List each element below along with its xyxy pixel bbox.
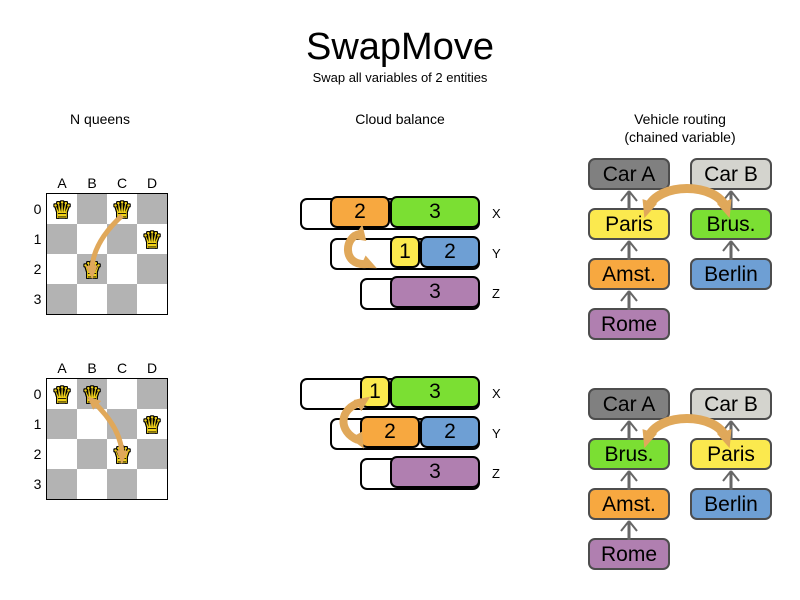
cloud-process-1[interactable]: 1 xyxy=(390,236,420,268)
chain-link-arrow xyxy=(620,420,638,440)
cloud-process-2[interactable]: 2 xyxy=(360,416,420,448)
chessboard-rank-label-1: 1 xyxy=(33,231,42,247)
cloud-process-swap-arrow xyxy=(339,396,371,449)
chessboard-cell-A3[interactable] xyxy=(47,469,77,499)
cloud-computer-label-X: X xyxy=(492,386,501,401)
visit-swap-arrow xyxy=(642,414,732,449)
chessboard-file-label-A: A xyxy=(57,360,67,376)
chessboard-cell-B0[interactable] xyxy=(77,194,107,224)
chessboard-cell-A2[interactable] xyxy=(47,254,77,284)
chessboard-cell-B2[interactable] xyxy=(77,439,107,469)
chessboard-rank-label-0: 0 xyxy=(33,386,42,402)
chain-link-arrow xyxy=(620,520,638,540)
chessboard-file-label-D: D xyxy=(146,360,158,376)
chessboard-rank-label-1: 1 xyxy=(33,416,42,432)
chessboard-cell-D0[interactable] xyxy=(137,194,167,224)
chessboard-file-label-B: B xyxy=(87,360,97,376)
chessboard-cell-A1[interactable] xyxy=(47,409,77,439)
cloud-computer-label-Y: Y xyxy=(492,426,501,441)
chessboard-cell-B3[interactable] xyxy=(77,284,107,314)
cloud-process-3[interactable]: 3 xyxy=(390,456,480,488)
chessboard-rank-label-3: 3 xyxy=(33,476,42,492)
chessboard-cell-B3[interactable] xyxy=(77,469,107,499)
vehicle-node-car-a[interactable]: Car A xyxy=(588,158,670,190)
queen-swap-arrow xyxy=(85,213,124,280)
cloud-process-2[interactable]: 2 xyxy=(330,196,390,228)
visit-node-berlin[interactable]: Berlin xyxy=(690,488,772,520)
cloud-process-2[interactable]: 2 xyxy=(420,236,480,268)
visit-swap-arrow xyxy=(642,184,732,219)
visit-node-amst-[interactable]: Amst. xyxy=(588,258,670,290)
cloud-process-3[interactable]: 3 xyxy=(390,376,480,408)
visit-node-rome[interactable]: Rome xyxy=(588,308,670,340)
chessboard-file-label-C: C xyxy=(116,175,128,191)
chessboard-cell-A2[interactable] xyxy=(47,439,77,469)
chain-link-arrow xyxy=(620,290,638,310)
chessboard-cell-D2[interactable] xyxy=(137,254,167,284)
chessboard-cell-C2[interactable] xyxy=(107,254,137,284)
chessboard-cell-D2[interactable] xyxy=(137,439,167,469)
chessboard-cell-A0[interactable] xyxy=(47,194,77,224)
chessboard-file-label-C: C xyxy=(116,360,128,376)
cloud-process-2[interactable]: 2 xyxy=(420,416,480,448)
chain-link-arrow xyxy=(722,470,740,490)
vehicle-node-car-a[interactable]: Car A xyxy=(588,388,670,420)
visit-node-brus-[interactable]: Brus. xyxy=(690,208,772,240)
page-title: SwapMove xyxy=(306,26,494,68)
chessboard-cell-C3[interactable] xyxy=(107,469,137,499)
cloud-computer-label-X: X xyxy=(492,206,501,221)
chain-link-arrow xyxy=(722,240,740,260)
cloud-computer-label-Y: Y xyxy=(492,246,501,261)
visit-node-amst-[interactable]: Amst. xyxy=(588,488,670,520)
cloud-computer-label-Z: Z xyxy=(492,466,500,481)
cloud-computer-label-Z: Z xyxy=(492,286,500,301)
section-heading-n-queens: N queens xyxy=(70,111,130,127)
visit-node-paris[interactable]: Paris xyxy=(588,208,670,240)
chessboard-cell-A0[interactable] xyxy=(47,379,77,409)
chessboard-rank-label-2: 2 xyxy=(33,446,42,462)
section-heading-vehicle-routing-line2: (chained variable) xyxy=(624,129,736,145)
chessboard-cell-D3[interactable] xyxy=(137,469,167,499)
chain-link-arrow xyxy=(620,240,638,260)
chessboard-file-label-D: D xyxy=(146,175,158,191)
chessboard-cell-C0[interactable] xyxy=(107,379,137,409)
chessboard-rank-label-3: 3 xyxy=(33,291,42,307)
queen-swap-arrow xyxy=(87,396,129,465)
visit-node-paris[interactable]: Paris xyxy=(690,438,772,470)
vehicle-node-car-b[interactable]: Car B xyxy=(690,388,772,420)
section-heading-vehicle-routing-line1: Vehicle routing xyxy=(634,111,726,127)
cloud-process-3[interactable]: 3 xyxy=(390,276,480,308)
chessboard-cell-D0[interactable] xyxy=(137,379,167,409)
chessboard-rank-label-2: 2 xyxy=(33,261,42,277)
page-subtitle: Swap all variables of 2 entities xyxy=(312,70,488,85)
chessboard-file-label-A: A xyxy=(57,175,67,191)
chessboard-rank-label-0: 0 xyxy=(33,201,42,217)
chessboard-cell-A1[interactable] xyxy=(47,224,77,254)
chessboard-cell-C3[interactable] xyxy=(107,284,137,314)
vehicle-node-car-b[interactable]: Car B xyxy=(690,158,772,190)
chain-link-arrow xyxy=(620,470,638,490)
chessboard-cell-D1[interactable] xyxy=(137,224,167,254)
cloud-process-3[interactable]: 3 xyxy=(390,196,480,228)
chessboard-cell-D3[interactable] xyxy=(137,284,167,314)
chain-link-arrow xyxy=(620,190,638,210)
visit-node-rome[interactable]: Rome xyxy=(588,538,670,570)
section-heading-cloud-balance: Cloud balance xyxy=(355,111,445,127)
section-heading-vehicle-routing: Vehicle routing (chained variable) xyxy=(585,110,775,146)
visit-node-berlin[interactable]: Berlin xyxy=(690,258,772,290)
cloud-process-swap-arrow xyxy=(344,224,377,269)
chessboard-file-label-B: B xyxy=(87,175,97,191)
chessboard-cell-A3[interactable] xyxy=(47,284,77,314)
chessboard-cell-D1[interactable] xyxy=(137,409,167,439)
